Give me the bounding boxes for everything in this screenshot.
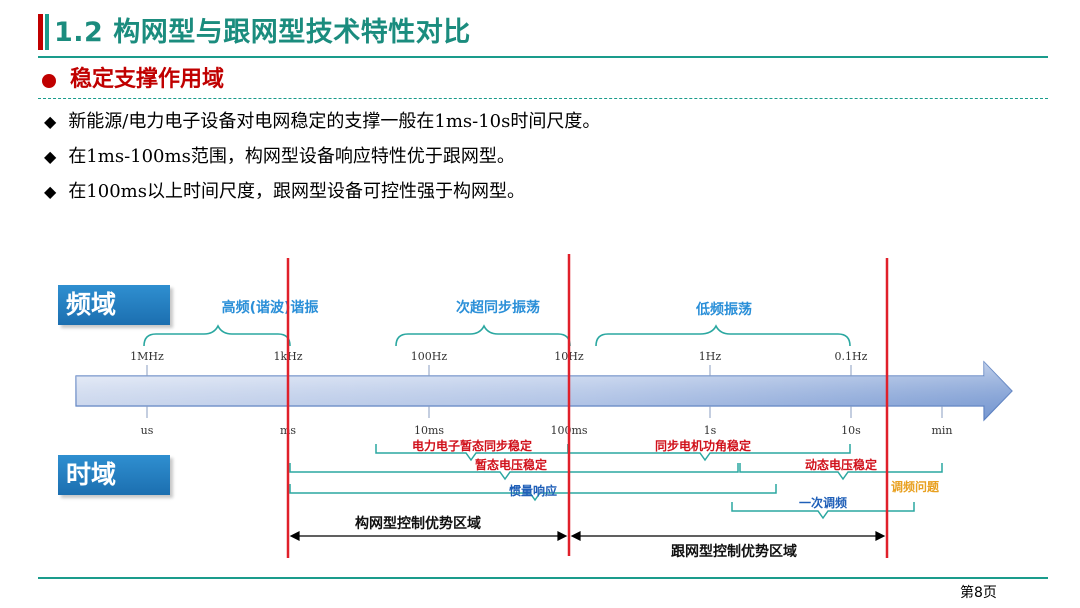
brace-primary-freq: [731, 502, 915, 520]
title-accent-teal: [45, 14, 49, 50]
diamond-icon: ◆: [44, 112, 57, 131]
bullet-text: 在1ms-100ms范围，构网型设备响应特性优于跟网型。: [68, 146, 515, 167]
grid-forming-region-label: 构网型控制优势区域: [355, 515, 481, 532]
brace-subsync: [395, 324, 571, 347]
freq-tick-labels: 1MHz 1kHz 100Hz 10Hz 1Hz 0.1Hz: [130, 350, 867, 363]
region-arrows: [289, 531, 886, 541]
freq-tick-0-1hz: 0.1Hz: [835, 350, 868, 363]
bullet-dot-icon: [42, 74, 56, 88]
freq-tick-100hz: 100Hz: [411, 350, 448, 363]
brace-lowfreq: [595, 324, 851, 347]
freq-tick-1mhz: 1MHz: [130, 350, 164, 363]
inertia-response-label: 惯量响应: [509, 483, 557, 498]
time-tick-1s: 1s: [704, 424, 717, 437]
dashed-divider: [38, 98, 1048, 99]
section-subtitle: 稳定支撑作用域: [70, 67, 225, 92]
pe-transient-sync-label: 电力电子暂态同步稳定: [412, 438, 532, 453]
bullet-item: ◆ 在1ms-100ms范围，构网型设备响应特性优于跟网型。: [44, 143, 515, 171]
brace-harmonic: [143, 324, 291, 347]
sync-machine-angle-label: 同步电机功角稳定: [655, 438, 751, 453]
transient-voltage-label: 暂态电压稳定: [475, 457, 547, 472]
bullet-item: ◆ 在100ms以上时间尺度，跟网型设备可控性强于构网型。: [44, 178, 525, 206]
primary-freq-label: 一次调频: [799, 495, 847, 510]
title-divider: [38, 56, 1048, 58]
band-harmonic-label: 高频(谐波)谐振: [222, 299, 319, 316]
grid-following-region-label: 跟网型控制优势区域: [671, 543, 797, 560]
time-tick-labels: us ms 10ms 100ms 1s 10s min: [141, 424, 953, 437]
freq-tick-1hz: 1Hz: [699, 350, 722, 363]
brace-transient-voltage: [289, 463, 739, 481]
time-tick-10s: 10s: [841, 424, 861, 437]
time-domain-label: 时域: [58, 455, 170, 495]
time-tick-10ms: 10ms: [414, 424, 444, 437]
brace-inertia-response: [289, 484, 777, 502]
region-labels: 构网型控制优势区域 跟网型控制优势区域: [355, 515, 797, 560]
page-number: 第8页: [960, 585, 997, 601]
footer-divider: [38, 577, 1048, 579]
brace-dynamic-voltage: [739, 463, 943, 481]
freq-band-labels: 高频(谐波)谐振 次超同步振荡 低频振荡: [222, 299, 752, 318]
boundary-lines: [286, 254, 889, 558]
freq-regulation-label: 调频问题: [891, 479, 940, 494]
page-title: 1.2 构网型与跟网型技术特性对比: [54, 17, 471, 48]
time-phenomena-labels: 电力电子暂态同步稳定 同步电机功角稳定 暂态电压稳定 动态电压稳定 调频问题 惯…: [412, 438, 940, 510]
bullet-text: 新能源/电力电子设备对电网稳定的支撑一般在1ms-10s时间尺度。: [68, 111, 601, 132]
diamond-icon: ◆: [44, 147, 57, 166]
title-accent-red: [38, 14, 43, 50]
band-lowfreq-label: 低频振荡: [695, 301, 752, 318]
freq-braces: [143, 324, 851, 347]
time-tick-min: min: [931, 424, 952, 437]
axis-arrow: [75, 360, 1013, 422]
diamond-icon: ◆: [44, 182, 57, 201]
bullet-item: ◆ 新能源/电力电子设备对电网稳定的支撑一般在1ms-10s时间尺度。: [44, 108, 600, 136]
freq-domain-label: 频域: [58, 285, 170, 325]
band-subsync-label: 次超同步振荡: [456, 299, 540, 316]
bullet-text: 在100ms以上时间尺度，跟网型设备可控性强于构网型。: [68, 181, 525, 202]
dynamic-voltage-label: 动态电压稳定: [805, 457, 877, 472]
time-tick-us: us: [141, 424, 154, 437]
